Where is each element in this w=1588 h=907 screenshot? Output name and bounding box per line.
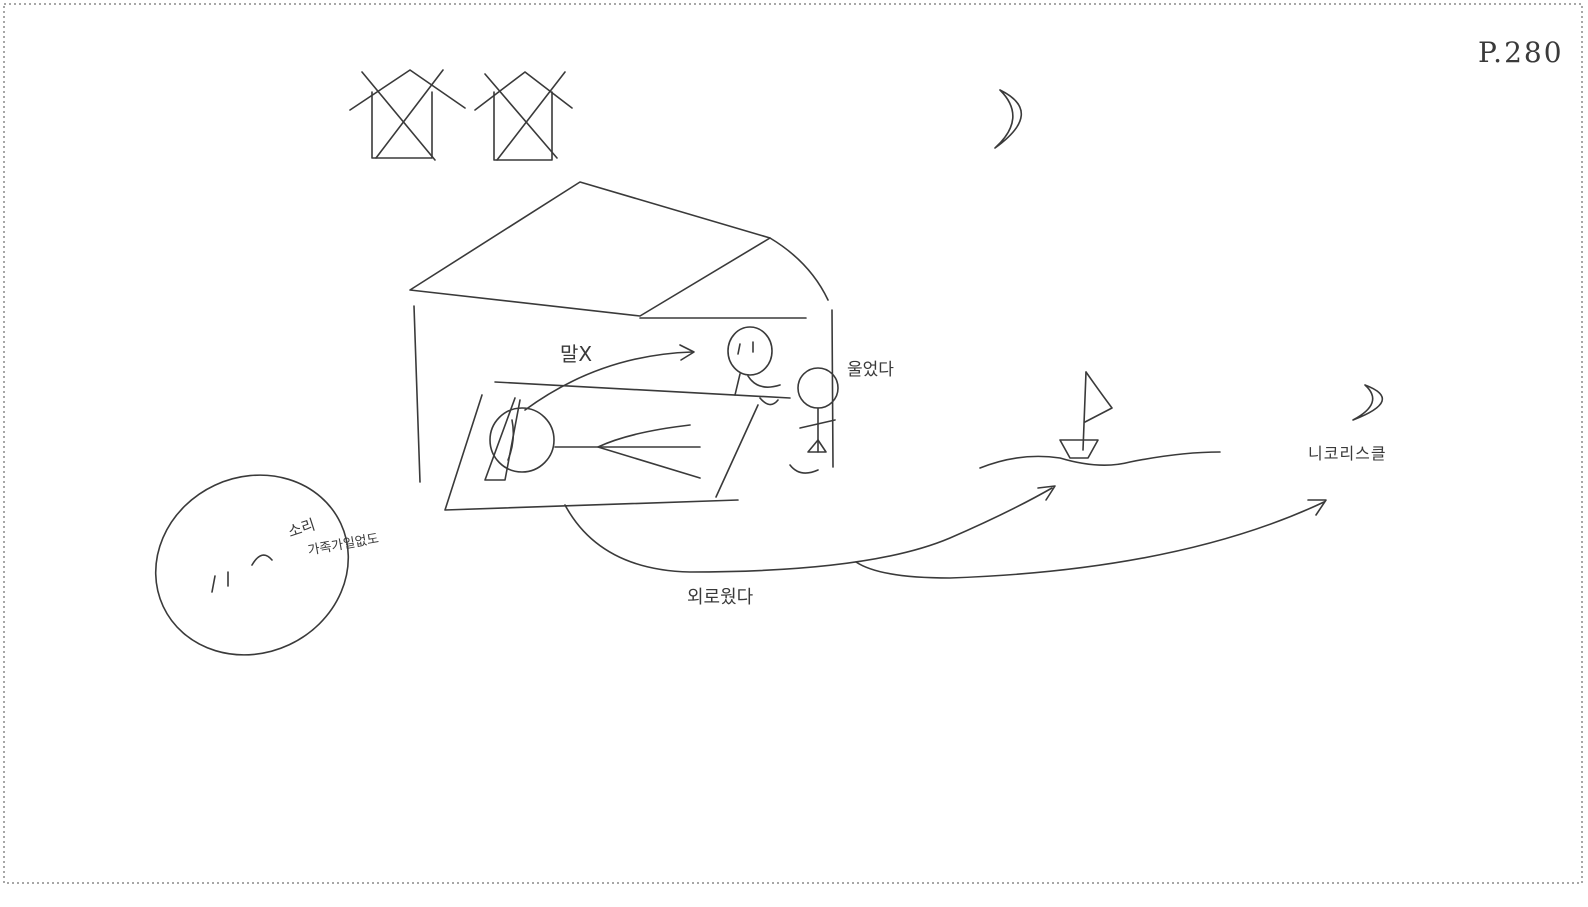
sailboat (979, 371, 1221, 469)
figure-child-1 (727, 326, 781, 406)
moon-small (1352, 384, 1384, 421)
label-nicholas: 니코리스클 (1308, 444, 1387, 463)
label-lonely: 외로웠다 (687, 587, 754, 608)
sound-bubble (154, 474, 350, 656)
figure-head-left (489, 407, 555, 473)
crossed-house-2 (474, 71, 573, 161)
arrow-lonely-1 (564, 487, 1053, 573)
label-crying: 울었다 (847, 360, 894, 380)
label-mal-x: 말X (560, 342, 593, 366)
page-border (3, 3, 1583, 884)
figure-child-2 (789, 367, 839, 474)
arrow-mal-x (524, 351, 693, 411)
waves (979, 451, 1221, 469)
page-number: P.280 (1478, 36, 1564, 69)
moon-large (994, 89, 1023, 149)
big-house (409, 181, 834, 483)
arrow-lonely-2 (855, 501, 1325, 579)
crossed-house-1 (349, 69, 466, 161)
table (444, 381, 791, 511)
